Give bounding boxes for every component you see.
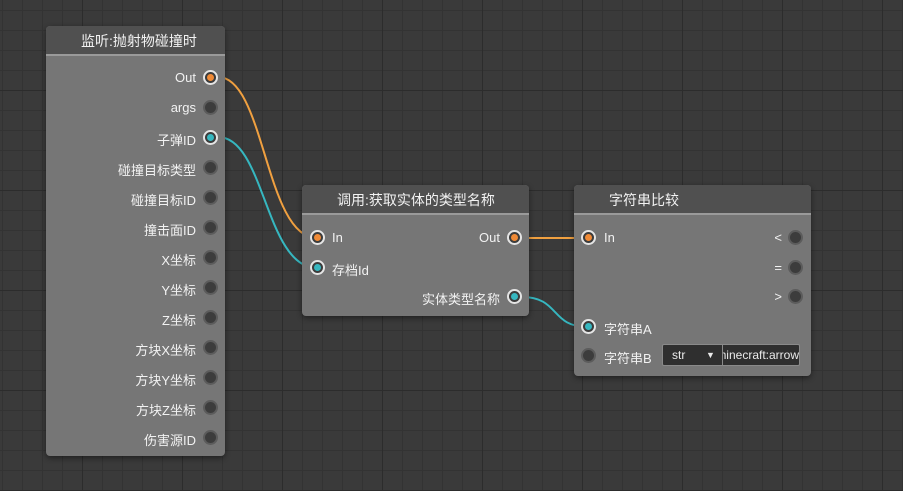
node-listen-projectile-hit[interactable]: 监听:抛射物碰撞时 Out args 子弹ID 碰撞目标类型碰撞目标ID 撞击面ID X坐… xyxy=(46,26,225,456)
compare-stringb-field: str ▼ minecraft:arrow xyxy=(662,344,800,366)
listen-port-label-damage-source-id: 伤害源ID xyxy=(143,433,196,448)
compare-stringa-label: 字符串A xyxy=(604,322,652,337)
listen-port-label-bullet-id: 子弹ID xyxy=(156,133,196,148)
gettype-typename-port[interactable] xyxy=(507,289,522,304)
listen-port-label-out: Out xyxy=(175,70,196,85)
compare-stringb-port[interactable] xyxy=(581,348,596,363)
stringb-value-input[interactable]: minecraft:arrow xyxy=(723,348,799,362)
gettype-out-label: Out xyxy=(479,230,500,245)
compare-gt-label: > xyxy=(774,289,782,304)
node-compare-title[interactable]: 字符串比较 xyxy=(574,185,811,215)
compare-eq-port[interactable] xyxy=(788,260,803,275)
compare-stringa-port[interactable] xyxy=(581,319,596,334)
gettype-out-port[interactable] xyxy=(507,230,522,245)
listen-port-label-block-z: 方块Z坐标 xyxy=(136,403,196,418)
compare-stringb-label: 字符串B xyxy=(604,351,652,366)
compare-lt-label: < xyxy=(774,230,782,245)
listen-port-label-x: X坐标 xyxy=(161,253,196,268)
compare-in-label: In xyxy=(604,230,615,245)
listen-port-args[interactable] xyxy=(203,100,218,115)
listen-port-block-x[interactable] xyxy=(203,340,218,355)
compare-in-port[interactable] xyxy=(581,230,596,245)
chevron-down-icon: ▼ xyxy=(706,350,715,360)
compare-gt-port[interactable] xyxy=(788,289,803,304)
stringb-type-value: str xyxy=(672,348,686,362)
listen-port-x[interactable] xyxy=(203,250,218,265)
node-get-entity-type-name[interactable]: 调用:获取实体的类型名称 In Out 存档Id 实体类型名称 xyxy=(302,185,529,316)
listen-port-label-hit-target-id: 碰撞目标ID xyxy=(130,193,196,208)
node-listen-title[interactable]: 监听:抛射物碰撞时 xyxy=(46,26,225,56)
gettype-typename-label: 实体类型名称 xyxy=(421,292,500,307)
listen-port-block-z[interactable] xyxy=(203,400,218,415)
listen-port-label-y: Y坐标 xyxy=(161,283,196,298)
listen-port-label-hit-face-id: 撞击面ID xyxy=(143,223,196,238)
listen-port-out[interactable] xyxy=(203,70,218,85)
listen-port-damage-source-id[interactable] xyxy=(203,430,218,445)
listen-port-hit-face-id[interactable] xyxy=(203,220,218,235)
gettype-in-port[interactable] xyxy=(310,230,325,245)
node-string-compare[interactable]: 字符串比较 In < = > 字符串A 字符串B str ▼ minecraft… xyxy=(574,185,811,376)
listen-port-label-z: Z坐标 xyxy=(162,313,196,328)
listen-port-hit-target-type[interactable] xyxy=(203,160,218,175)
listen-port-hit-target-id[interactable] xyxy=(203,190,218,205)
gettype-saveid-label: 存档Id xyxy=(332,263,369,278)
stringb-type-select[interactable]: str ▼ xyxy=(663,345,723,365)
node-gettype-title[interactable]: 调用:获取实体的类型名称 xyxy=(302,185,529,215)
gettype-in-label: In xyxy=(332,230,343,245)
listen-port-bullet-id[interactable] xyxy=(203,130,218,145)
compare-lt-port[interactable] xyxy=(788,230,803,245)
compare-eq-label: = xyxy=(774,260,782,275)
listen-port-y[interactable] xyxy=(203,280,218,295)
listen-port-label-block-y: 方块Y坐标 xyxy=(135,373,196,388)
listen-port-block-y[interactable] xyxy=(203,370,218,385)
listen-port-label-hit-target-type: 碰撞目标类型 xyxy=(117,163,196,178)
listen-port-z[interactable] xyxy=(203,310,218,325)
listen-port-label-block-x: 方块X坐标 xyxy=(135,343,196,358)
listen-port-label-args: args xyxy=(170,100,196,115)
gettype-saveid-port[interactable] xyxy=(310,260,325,275)
